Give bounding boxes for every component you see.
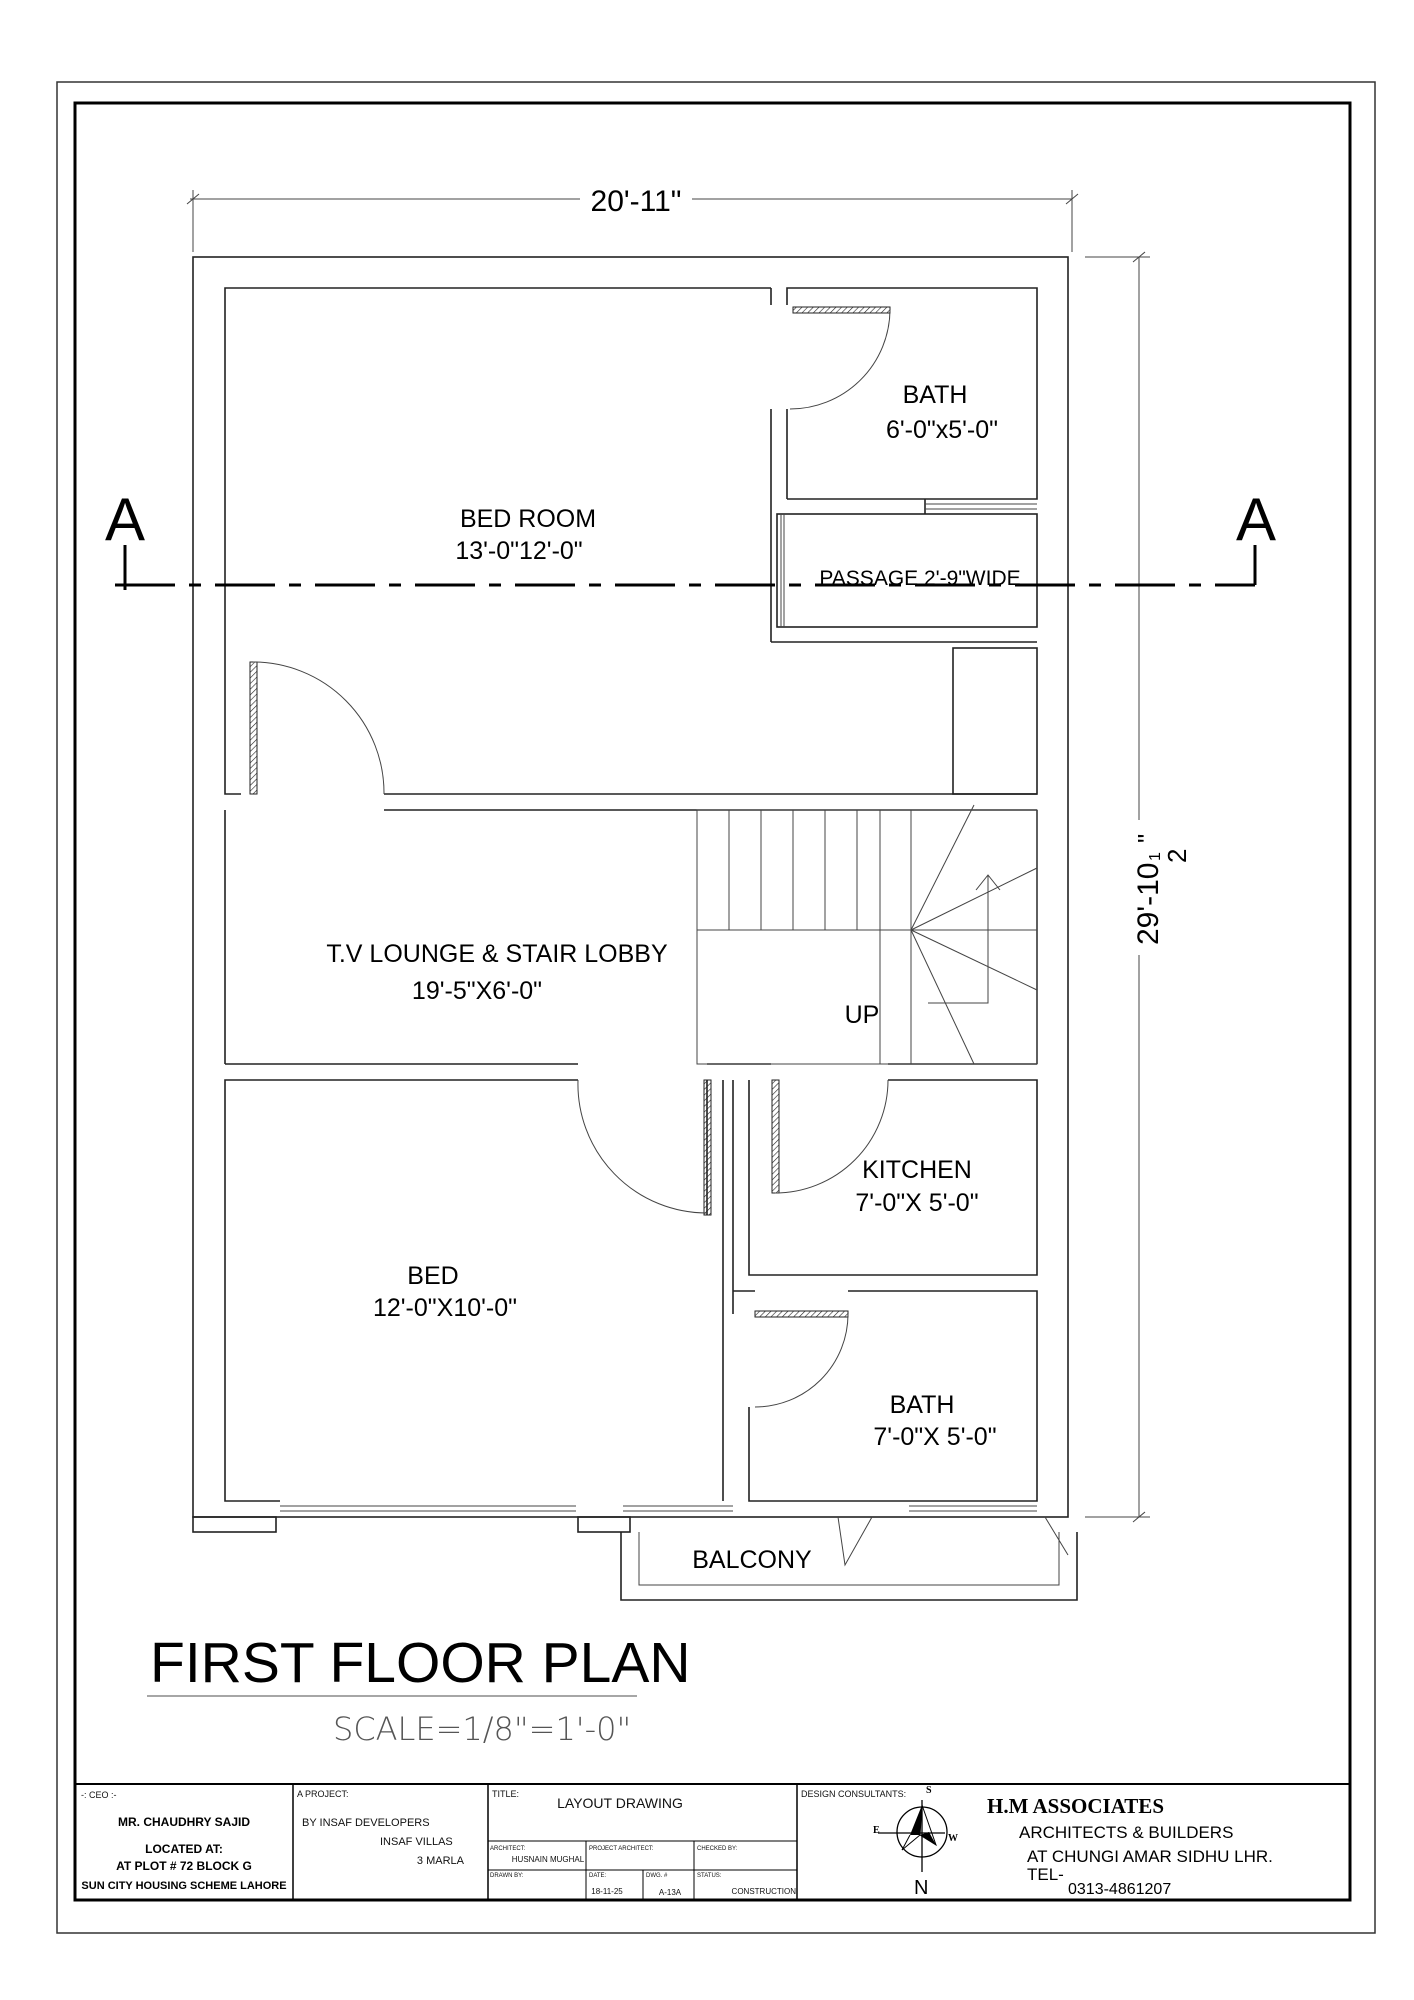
tel-value: 0313-4861207 xyxy=(1068,1881,1171,1898)
compass-n: N xyxy=(914,1877,928,1899)
drawing-title: FIRST FLOOR PLAN xyxy=(150,1631,691,1695)
door-bed xyxy=(703,1079,712,1216)
top-dimension: 20'-11" xyxy=(186,185,1079,252)
compass-e: E xyxy=(873,1825,880,1836)
located-label: LOCATED AT: xyxy=(145,1842,223,1856)
side-dimension-label: 29'-10 xyxy=(1132,863,1165,945)
side-dimension-fraction-num: 1 xyxy=(1147,852,1164,861)
section-label-left: A xyxy=(105,486,145,553)
location-line-2: SUN CITY HOUSING SCHEME LAHORE xyxy=(81,1880,286,1892)
architect-value: HUSNAIN MUGHAL xyxy=(512,1855,585,1864)
compass-w: W xyxy=(948,1833,958,1844)
date-value: 18-11-25 xyxy=(591,1887,623,1896)
inner-border xyxy=(73,101,1352,1902)
staircase xyxy=(696,804,1038,1065)
compass-s: S xyxy=(926,1785,932,1796)
section-label-right: A xyxy=(1236,486,1276,553)
room-label-bath-top: BATH xyxy=(903,381,968,409)
dwg-label: DWG. # xyxy=(646,1873,668,1879)
project-line-1: BY INSAF DEVELOPERS xyxy=(302,1817,430,1829)
room-size-bath-bottom: 7'-0"X 5'-0" xyxy=(873,1423,996,1451)
outer-border xyxy=(56,81,1376,1934)
room-size-kitchen: 7'-0"X 5'-0" xyxy=(855,1189,978,1217)
project-line-3: 3 MARLA xyxy=(417,1855,465,1867)
title-value: LAYOUT DRAWING xyxy=(557,1795,683,1811)
project-line-2: INSAF VILLAS xyxy=(380,1836,453,1848)
door-bath-top xyxy=(792,306,891,314)
status-value: CONSTRUCTION xyxy=(732,1887,797,1896)
room-size-bed: 12'-0"X10'-0" xyxy=(373,1294,517,1322)
firm-line-2: AT CHUNGI AMAR SIDHU LHR. xyxy=(1027,1847,1273,1866)
room-label-passage: PASSAGE 2'-9"WIDE xyxy=(819,567,1020,590)
room-size-bed-room: 13'-0"12'-0" xyxy=(455,537,582,565)
firm-line-1: ARCHITECTS & BUILDERS xyxy=(1019,1823,1233,1842)
title-block: -: CEO :- MR. CHAUDHRY SAJID LOCATED AT:… xyxy=(75,1783,1350,1900)
drawn-by-label: DRAWN BY: xyxy=(490,1873,524,1879)
ceo-label: -: CEO :- xyxy=(81,1790,117,1800)
location-line-1: AT PLOT # 72 BLOCK G xyxy=(116,1859,252,1873)
tel-label: TEL- xyxy=(1027,1865,1064,1884)
firm-name: H.M ASSOCIATES xyxy=(987,1794,1164,1818)
date-label: DATE: xyxy=(589,1873,607,1879)
room-size-bath-top: 6'-0"x5'-0" xyxy=(886,416,998,444)
room-label-kitchen: KITCHEN xyxy=(862,1156,972,1184)
compass-icon: S E W N xyxy=(873,1785,958,1899)
room-label-bed-room: BED ROOM xyxy=(460,505,596,533)
stair-up-label: UP xyxy=(845,1001,880,1029)
door-bedroom xyxy=(249,661,258,795)
checked-by-label: CHECKED BY: xyxy=(697,1846,738,1852)
architect-label: ARCHITECT: xyxy=(490,1846,526,1852)
dwg-value: A-13A xyxy=(659,1888,682,1897)
door-bath-bottom xyxy=(754,1310,849,1318)
room-label-balcony: BALCONY xyxy=(692,1546,812,1574)
title-label: TITLE: xyxy=(492,1789,519,1799)
side-dimension-inch: " xyxy=(1132,834,1162,843)
status-label: STATUS: xyxy=(697,1873,722,1879)
side-dimension-fraction-den: 2 xyxy=(1162,849,1192,863)
room-label-bath-bottom: BATH xyxy=(890,1391,955,1419)
top-dimension-label: 20'-11" xyxy=(591,185,682,218)
drawing-scale: SCALE=1/8"=1'-0" xyxy=(333,1710,631,1748)
room-size-lounge: 19'-5"X6'-0" xyxy=(412,977,542,1005)
project-label: A PROJECT: xyxy=(297,1789,349,1799)
section-line: A A xyxy=(105,486,1276,590)
doors xyxy=(249,306,891,1408)
side-dimension: 29'-10 1 2 " xyxy=(1085,251,1192,1523)
room-label-lounge: T.V LOUNGE & STAIR LOBBY xyxy=(326,940,668,968)
project-architect-label: PROJECT ARCHITECT: xyxy=(589,1846,654,1852)
door-kitchen xyxy=(771,1079,780,1194)
ceo-name: MR. CHAUDHRY SAJID xyxy=(118,1815,250,1829)
room-label-bed: BED xyxy=(407,1262,458,1290)
consultants-label: DESIGN CONSULTANTS: xyxy=(801,1789,906,1799)
